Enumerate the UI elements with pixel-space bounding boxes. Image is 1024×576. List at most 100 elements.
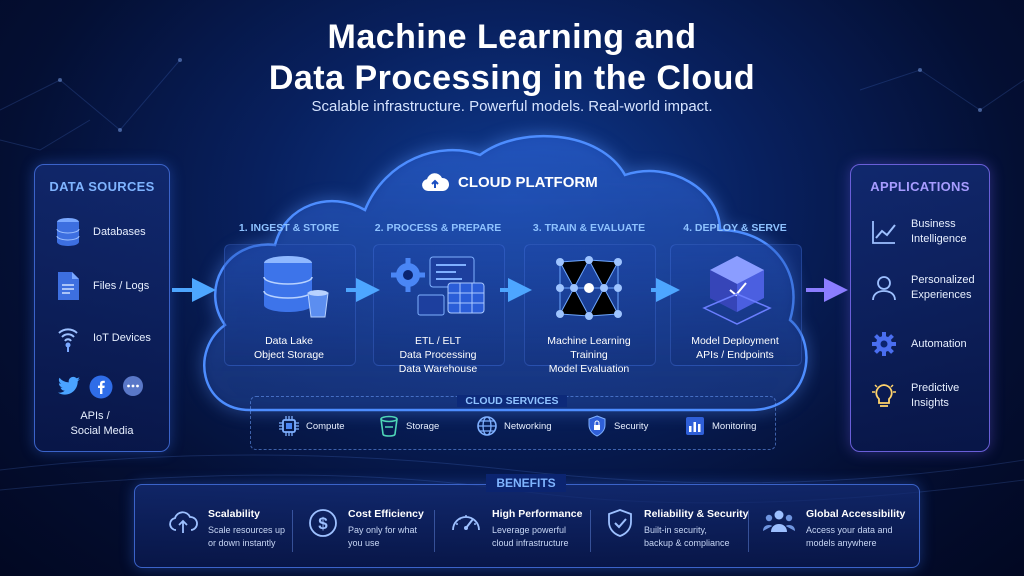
benefit-title: Reliability & Security <box>644 508 749 520</box>
social-icons <box>57 375 145 399</box>
benefit-title: High Performance <box>492 508 583 520</box>
benefit-title: Cost Efficiency <box>348 508 424 520</box>
stage-card-train <box>524 244 656 366</box>
stage-text-process: ETL / ELT Data Processing Data Warehouse <box>363 334 513 376</box>
etl-processing-icon <box>391 256 485 316</box>
app-label-line: Business <box>911 218 956 230</box>
database-icon <box>55 217 81 247</box>
svg-text:$: $ <box>318 514 328 533</box>
cloud-platform-heading: CLOUD PLATFORM <box>458 173 598 191</box>
benefit-reliability-security: Reliability & Security Built-in security… <box>606 508 754 550</box>
page-title-line2: Data Processing in the Cloud <box>268 59 756 97</box>
data-sources-panel: DATA SOURCES Databases Files / Logs IoT … <box>34 164 170 452</box>
app-label-line: Intelligence <box>911 233 967 245</box>
benefit-desc: Built-in security, <box>644 525 707 535</box>
lightbulb-icon <box>871 382 897 410</box>
twitter-icon <box>57 375 81 399</box>
stage-line: Data Lake <box>265 335 313 347</box>
benefit-global-accessibility: Global Accessibility Access your data an… <box>762 508 916 550</box>
service-security: Security <box>586 415 648 437</box>
stage-label-train: 3. TRAIN & EVALUATE <box>532 222 646 234</box>
service-networking: Networking <box>476 415 552 437</box>
shield-check-icon <box>606 508 634 550</box>
service-label: Monitoring <box>712 420 757 432</box>
stage-line: Model Evaluation <box>548 363 630 375</box>
benefit-desc: backup & compliance <box>644 538 730 548</box>
stage-line: Data Warehouse <box>398 363 478 375</box>
chart-icon <box>871 219 897 245</box>
app-label-line: Predictive <box>911 382 960 394</box>
facebook-icon <box>89 375 113 399</box>
app-label-line: Insights <box>911 397 949 409</box>
benefit-divider <box>434 510 435 552</box>
globe-icon <box>476 415 498 437</box>
benefits-heading: BENEFITS <box>486 474 566 492</box>
benefit-title: Scalability <box>208 508 260 520</box>
data-source-databases: Databases <box>55 217 146 247</box>
data-source-iot: IoT Devices <box>55 323 151 353</box>
cloud-icon <box>420 172 450 192</box>
app-label-line: Automation <box>911 337 967 350</box>
cloud-services-heading-wrap: CLOUD SERVICES <box>250 391 774 409</box>
bar-chart-icon <box>684 415 706 437</box>
benefits-heading-wrap: BENEFITS <box>134 474 918 492</box>
benefit-high-performance: High Performance Leverage powerful cloud… <box>450 508 584 550</box>
data-lake-icon <box>263 256 329 318</box>
app-automation: Automation <box>871 331 967 357</box>
stage-line: Data Processing <box>399 349 477 361</box>
cloud-platform-header: CLOUD PLATFORM <box>420 172 598 192</box>
benefit-desc: Access your data and <box>806 525 893 535</box>
model-cube-icon <box>702 256 772 325</box>
cloud-services-heading: CLOUD SERVICES <box>457 395 567 407</box>
benefit-title: Global Accessibility <box>806 508 906 520</box>
stage-line: APIs / Endpoints <box>696 349 774 361</box>
service-monitoring: Monitoring <box>684 415 756 437</box>
stage-label-ingest: 1. INGEST & STORE <box>238 222 340 234</box>
service-compute: Compute <box>278 415 345 437</box>
iot-icon <box>55 323 81 353</box>
service-label: Compute <box>306 420 345 432</box>
storage-bucket-icon <box>378 415 400 437</box>
benefit-desc: or down instantly <box>208 538 276 548</box>
stage-label-deploy: 4. DEPLOY & SERVE <box>683 222 787 234</box>
service-label: Networking <box>504 420 552 432</box>
benefit-scalability: Scalability Scale resources up or down i… <box>168 508 300 550</box>
stage-text-deploy: Model Deployment APIs / Endpoints <box>660 334 810 362</box>
benefit-desc: models anywhere <box>806 538 877 548</box>
benefit-divider <box>748 510 749 552</box>
dollar-icon: $ <box>308 508 338 550</box>
stage-line: Model Deployment <box>691 335 779 347</box>
chat-icon <box>121 375 145 399</box>
applications-heading: APPLICATIONS <box>870 179 970 194</box>
service-storage: Storage <box>378 415 439 437</box>
benefit-divider <box>292 510 293 552</box>
data-source-apis: APIs / Social Media <box>35 409 169 439</box>
cloud-upload-icon <box>168 508 198 550</box>
service-label: Security <box>614 420 649 432</box>
data-source-label: APIs / <box>80 410 110 422</box>
stage-line: Object Storage <box>253 349 325 361</box>
shield-lock-icon <box>586 415 608 437</box>
people-icon <box>762 508 796 550</box>
stage-text-train: Machine Learning Training Model Evaluati… <box>514 334 664 376</box>
page-title-line1: Machine Learning and <box>327 18 697 56</box>
benefit-desc: Leverage powerful <box>492 525 567 535</box>
gear-icon <box>871 331 897 357</box>
neural-network-icon <box>556 256 622 320</box>
data-source-files: Files / Logs <box>55 271 149 301</box>
data-sources-heading: DATA SOURCES <box>49 179 155 194</box>
stage-line: ETL / ELT <box>414 335 462 347</box>
cpu-icon <box>278 415 300 437</box>
data-source-label: IoT Devices <box>93 332 151 344</box>
benefit-desc: you use <box>348 538 380 548</box>
stage-line: Training <box>570 349 608 361</box>
user-icon <box>871 275 897 301</box>
data-source-label: Social Media <box>70 425 134 437</box>
